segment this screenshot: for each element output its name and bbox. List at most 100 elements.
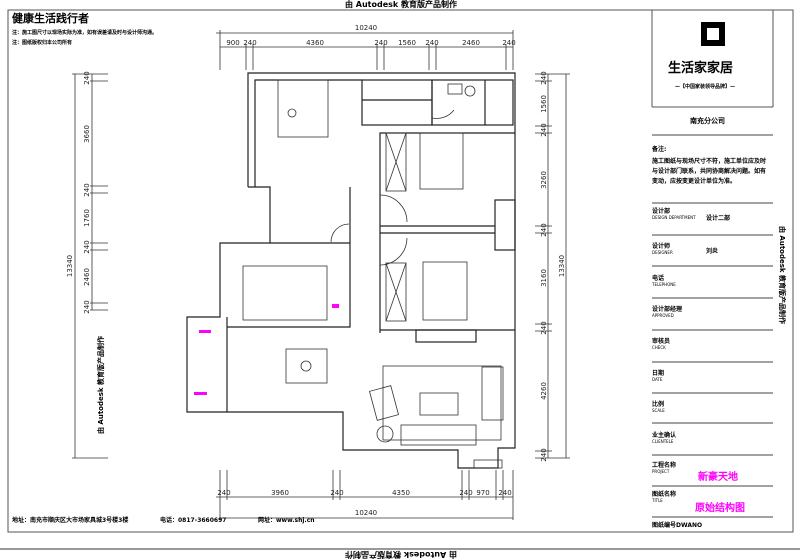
washbasin <box>447 83 463 95</box>
second-bed <box>419 132 464 190</box>
drawing-number-label: 图纸编号DWANO <box>652 522 703 529</box>
dim-right-seg: 240 <box>540 321 548 334</box>
notes-text: 施工图纸与现场尺寸不符，施工单位应及时与设计部门联系，共同协商解决问题。如有变动… <box>652 158 767 185</box>
wardrobe <box>385 262 407 322</box>
row-label: 设计师 <box>652 243 671 250</box>
dimension-labels: 10240 900 240 4360 240 1560 240 2460 240… <box>66 24 566 517</box>
row-label-en: CHECK <box>652 345 666 350</box>
dim-bottom-seg: 970 <box>476 489 489 497</box>
row-label-en: SCALE <box>652 408 665 413</box>
dim-left-seg: 240 <box>83 183 91 196</box>
dim-right-seg: 4260 <box>540 382 548 400</box>
dim-right-seg: 3260 <box>540 171 548 189</box>
armchair <box>369 385 399 421</box>
drawing-title: 原始结构图 <box>695 503 745 514</box>
brand-logo-icon <box>701 22 725 46</box>
row-label: 设计部 <box>652 208 671 215</box>
dimension-lines <box>72 30 570 520</box>
dim-right-seg: 240 <box>540 123 548 136</box>
row-label-en: DATE <box>652 377 663 382</box>
dim-top-total: 10240 <box>355 24 377 32</box>
brand-name: 生活家家居 <box>668 61 734 76</box>
rug <box>382 365 502 441</box>
dim-left-seg: 3660 <box>83 125 91 143</box>
row-label-en: TELEPHONE <box>652 282 676 287</box>
dim-top-seg: 900 <box>226 39 239 47</box>
magenta-markers <box>194 304 339 395</box>
furniture <box>242 79 504 469</box>
dim-left-total: 13340 <box>66 255 74 277</box>
dim-top-seg: 4360 <box>306 39 324 47</box>
dim-top-seg: 240 <box>425 39 438 47</box>
row-label-en: TITLE <box>652 498 663 503</box>
dim-bottom-seg: 240 <box>330 489 343 497</box>
header-note: 注：施工图尺寸以现场实际为准，如有误差请及时与设计师沟通。 <box>12 30 158 36</box>
dim-top-seg: 1560 <box>398 39 416 47</box>
dim-right-seg: 1560 <box>540 95 548 113</box>
project-name: 新豪天地 <box>698 472 738 483</box>
row-label: 工程名称 <box>652 462 677 469</box>
row-label: 日期 <box>652 370 665 377</box>
row-label: 设计部经理 <box>652 306 683 313</box>
dim-bottom-seg: 3960 <box>271 489 289 497</box>
third-bed <box>422 261 468 321</box>
dim-left-seg: 1760 <box>83 209 91 227</box>
footer-phone: 电话：0817-3660697 <box>160 517 227 524</box>
designer-value: 刘炎 <box>706 248 719 255</box>
row-label-en: PROJECT <box>652 469 670 474</box>
department-value: 设计二部 <box>706 215 731 222</box>
dim-bottom-total: 10240 <box>355 509 377 517</box>
dim-bottom-seg: 4350 <box>392 489 410 497</box>
dim-top-seg: 2460 <box>462 39 480 47</box>
watermark-left: 由 Autodesk 教育版产品制作 <box>97 335 106 435</box>
footer-website: 网址：www.shj.cn <box>258 517 315 524</box>
branch-name: 南充分公司 <box>690 117 725 125</box>
walls <box>186 72 516 469</box>
dim-right-seg: 240 <box>540 223 548 236</box>
header-title: 健康生活践行者 <box>12 12 89 25</box>
dim-left-seg: 240 <box>83 300 91 313</box>
row-label: 图纸名称 <box>652 491 677 498</box>
sofa <box>400 424 477 446</box>
footer-address: 地址：南充市顺庆区大市场家具城3号楼3楼 <box>12 517 129 524</box>
sofa-side <box>481 366 504 421</box>
master-bed <box>277 79 329 138</box>
toilet <box>464 85 476 97</box>
kitchen-counter <box>242 265 328 321</box>
row-label-en: DESIGN DEPARTMENT <box>652 215 696 220</box>
dim-bottom-seg: 240 <box>459 489 472 497</box>
row-label-en: APPROVED <box>652 313 674 318</box>
header-note: 注：图纸版权归本公司所有 <box>12 40 73 46</box>
dim-left-seg: 240 <box>83 71 91 84</box>
drawing-frame <box>0 9 800 550</box>
dim-right-seg: 240 <box>540 71 548 84</box>
dim-left-seg: 240 <box>83 240 91 253</box>
watermark-right: 由 Autodesk 教育版产品制作 <box>778 225 787 325</box>
dim-left-seg: 2460 <box>83 268 91 286</box>
doors <box>330 109 455 266</box>
brand-subtitle: —【中国家装领导品牌】— <box>675 84 736 90</box>
row-label-en: DESIGNER <box>652 250 673 255</box>
dim-top-seg: 240 <box>374 39 387 47</box>
dim-bottom-seg: 240 <box>498 489 511 497</box>
watermark-top: 由 Autodesk 教育版产品制作 <box>345 0 458 9</box>
wardrobe <box>385 132 407 192</box>
dim-bottom-seg: 240 <box>217 489 230 497</box>
dining-table <box>285 348 328 384</box>
dim-right-seg: 240 <box>540 448 548 461</box>
dim-right-seg: 3160 <box>540 269 548 287</box>
coffee-table <box>419 392 459 416</box>
row-label-en: CLIENTELE <box>652 439 674 444</box>
row-label: 电话 <box>652 275 665 282</box>
